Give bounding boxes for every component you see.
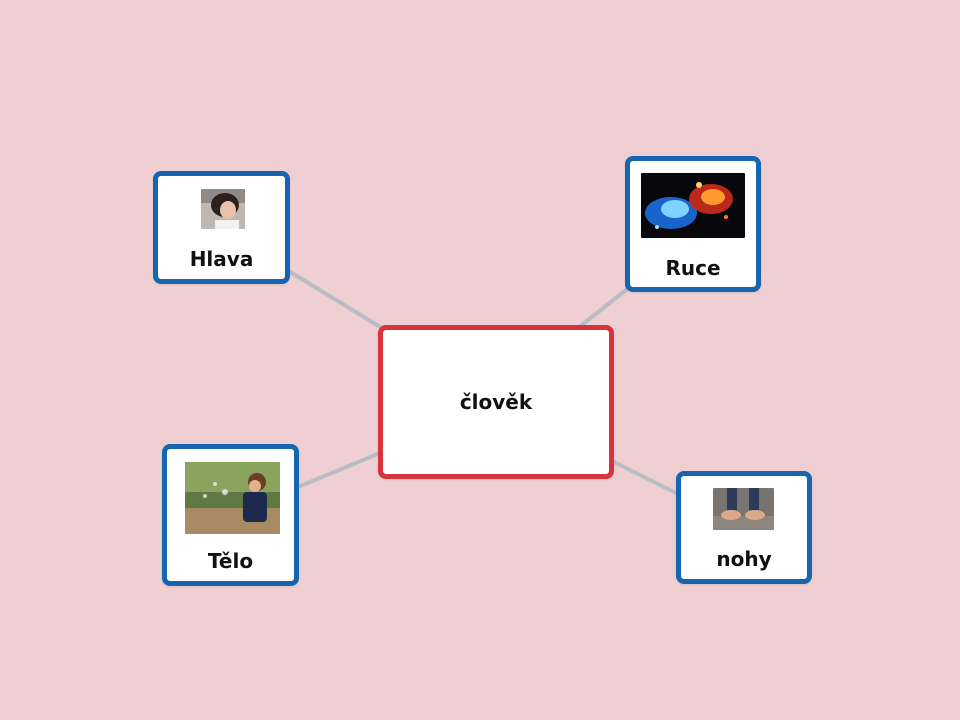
connector-ruce — [578, 290, 626, 328]
connector-hlava — [287, 270, 382, 328]
node-nohy[interactable]: nohy — [676, 471, 812, 584]
connector-nohy — [614, 462, 678, 494]
node-ruce-label: Ruce — [665, 258, 720, 278]
node-nohy-label: nohy — [716, 549, 771, 569]
center-node[interactable]: člověk — [378, 325, 614, 479]
node-hlava[interactable]: Hlava — [153, 171, 290, 284]
child-blowing-bubbles-image — [185, 462, 280, 534]
node-ruce[interactable]: Ruce — [625, 156, 761, 292]
center-node-label: člověk — [460, 392, 532, 412]
fire-ice-hands-image — [641, 173, 745, 238]
node-hlava-label: Hlava — [190, 249, 254, 269]
node-telo-label: Tělo — [208, 551, 253, 571]
child-head-image — [201, 189, 245, 229]
bare-feet-image — [713, 488, 774, 530]
connector-telo — [298, 453, 380, 487]
node-telo[interactable]: Tělo — [162, 444, 299, 586]
